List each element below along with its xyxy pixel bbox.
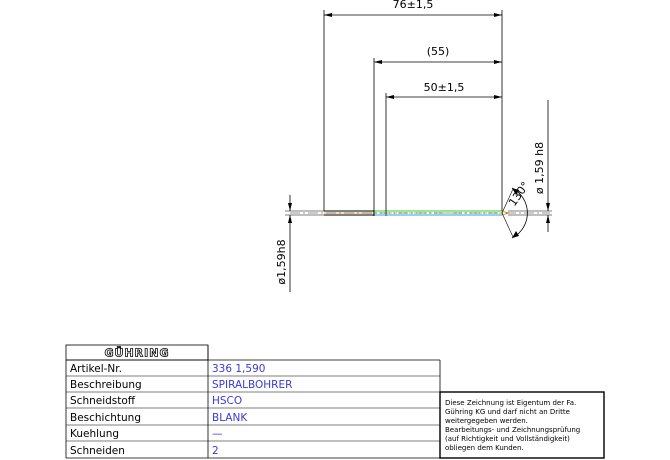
- dim-flute-label: 50±1,5: [424, 81, 465, 94]
- dim-diameter-left: ø1,59h8: [275, 195, 324, 292]
- notice-line: obliegen dem Kunden.: [445, 444, 524, 452]
- drill-flute: [374, 210, 502, 216]
- dim-diameter-right: ø 1,59 h8: [508, 100, 552, 232]
- title-block: GÜHRING Artikel-Nr. 336 1,590 Beschreibu…: [65, 344, 441, 459]
- dim-overall-length: 76±1,5: [323, 0, 503, 211]
- notice-line: weitergegeben werden.: [445, 417, 528, 425]
- dim-reference-length: (55): [373, 45, 502, 211]
- row-value-kuehlung: —: [212, 428, 223, 440]
- row-value-artikel: 336 1,590: [212, 363, 265, 375]
- dim-flute-length: 50±1,5: [385, 81, 502, 211]
- dim-point-angle: 130°: [501, 179, 532, 239]
- guhring-logo: GÜHRING: [105, 346, 170, 360]
- row-label-kuehlung: Kuehlung: [70, 428, 119, 440]
- dim-diameter-right-label: ø 1,59 h8: [533, 142, 546, 194]
- notice-line: Diese Zeichnung ist Eigentum der Fa.: [445, 399, 576, 407]
- row-value-schneiden: 2: [212, 445, 219, 457]
- row-value-beschreibung: SPIRALBOHRER: [212, 379, 292, 391]
- dim-reference-label: (55): [427, 45, 450, 58]
- row-value-beschichtung: BLANK: [212, 412, 248, 424]
- row-value-schneidstoff: HSCO: [212, 395, 242, 407]
- ownership-notice: Diese Zeichnung ist Eigentum der Fa. Güh…: [439, 391, 605, 459]
- row-label-beschreibung: Beschreibung: [70, 379, 142, 391]
- row-label-artikel: Artikel-Nr.: [70, 363, 122, 375]
- dim-angle-label: 130°: [506, 179, 532, 208]
- row-label-beschichtung: Beschichtung: [70, 412, 141, 424]
- notice-line: Bearbeitungs- und Zeichnungsprüfung: [445, 426, 580, 434]
- notice-line: Gühring KG und darf nicht an Dritte: [445, 408, 570, 416]
- row-label-schneiden: Schneiden: [70, 445, 125, 457]
- dim-diameter-left-label: ø1,59h8: [275, 239, 288, 284]
- notice-line: (auf Richtigkeit und Vollständigkeit): [445, 435, 570, 443]
- row-label-schneidstoff: Schneidstoff: [70, 395, 136, 407]
- dim-overall-label: 76±1,5: [393, 0, 434, 11]
